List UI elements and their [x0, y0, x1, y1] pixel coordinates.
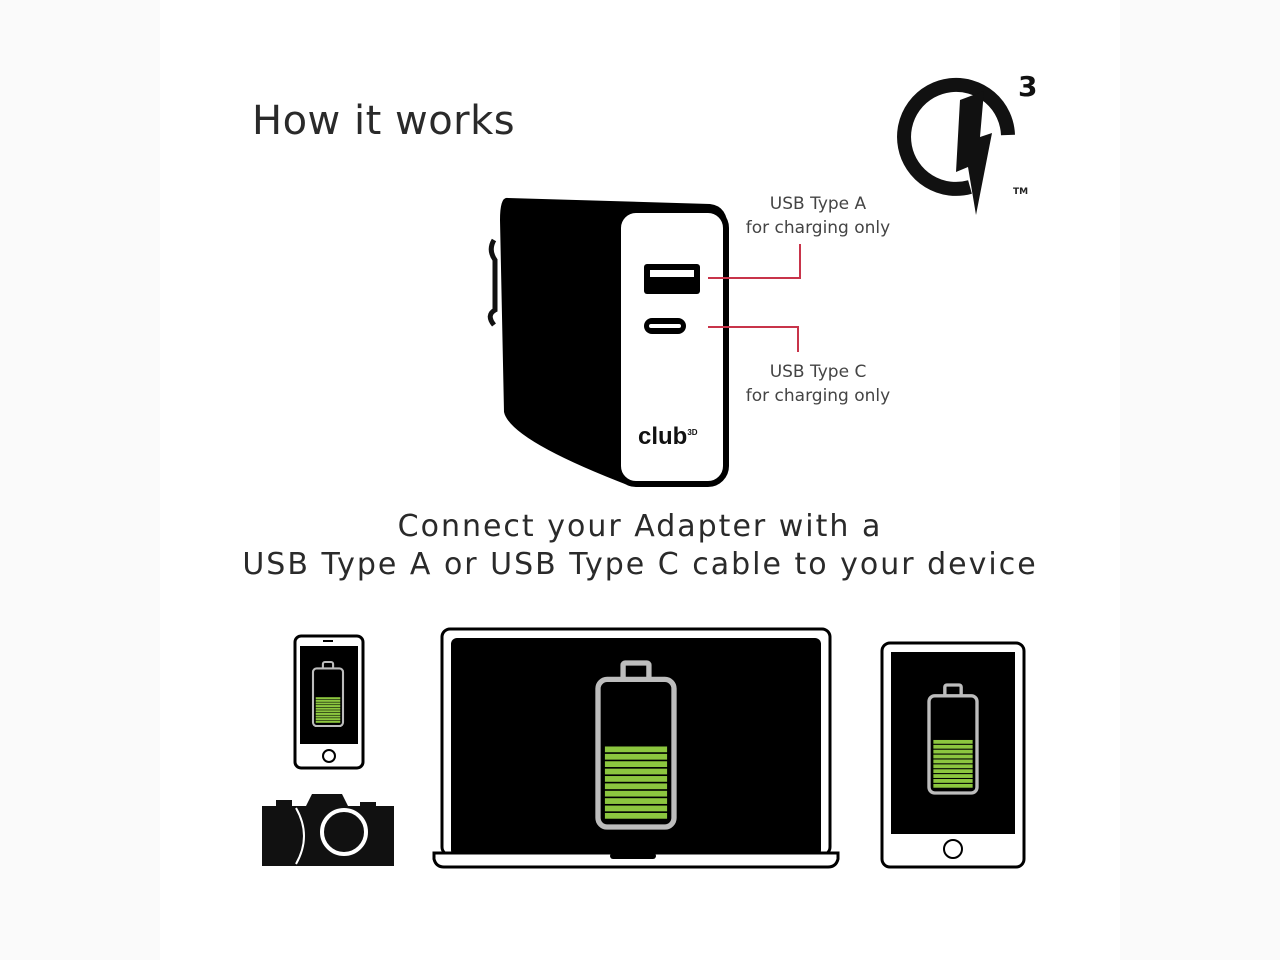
- battery-fill-segment: [315, 710, 341, 713]
- battery-fill-segment: [604, 783, 668, 790]
- usb-type-a-label: USB Type A for charging only: [733, 192, 903, 240]
- logo-text: club: [638, 423, 688, 450]
- usb-a-note: for charging only: [745, 218, 891, 238]
- battery-fill-segment: [604, 798, 668, 804]
- battery-fill-segment: [933, 783, 973, 788]
- battery-fill-segment: [933, 744, 973, 749]
- smartphone-icon: [293, 634, 365, 770]
- battery-fill-segment: [604, 768, 668, 775]
- quick-charge-bolt-icon: [897, 77, 1015, 215]
- battery-fill-segment: [933, 769, 973, 774]
- battery-fill-segment: [604, 761, 668, 768]
- battery-fill-segment: [315, 712, 341, 715]
- battery-fill-segment: [933, 774, 973, 778]
- usb-a-title: USB Type A: [769, 194, 867, 214]
- usb-c-title: USB Type C: [769, 362, 867, 382]
- page-title: How it works: [252, 98, 516, 144]
- battery-fill-segment: [933, 779, 973, 783]
- battery-fill-segment: [933, 759, 973, 764]
- battery-fill-segment: [604, 805, 668, 812]
- battery-fill-segment: [604, 746, 668, 753]
- usb-type-c-label: USB Type C for charging only: [733, 360, 903, 408]
- instruction-line-1: Connect your Adapter with a: [397, 509, 883, 544]
- battery-fill-segment: [315, 720, 341, 723]
- battery-fill-segment: [604, 812, 668, 819]
- battery-fill-segment: [315, 718, 341, 721]
- battery-fill-segment: [315, 705, 341, 708]
- logo-sup: 3D: [687, 428, 698, 437]
- battery-fill-segment: [604, 776, 668, 782]
- battery-fill-segment: [933, 739, 973, 744]
- battery-fill-segment: [315, 707, 341, 710]
- tablet-battery-icon: [927, 683, 979, 795]
- usb-adapter-illustration: [487, 197, 801, 487]
- trademark-mark: TM: [1013, 187, 1029, 197]
- battery-fill-segment: [604, 753, 668, 760]
- tablet-icon: [880, 641, 1026, 869]
- battery-fill-segment: [604, 790, 668, 797]
- quick-charge-version: 3: [1018, 70, 1038, 103]
- instruction-line-2: USB Type A or USB Type C cable to your d…: [242, 547, 1038, 582]
- battery-frame: [927, 694, 979, 795]
- battery-fill-segment: [933, 749, 973, 754]
- club3d-logo: club3D: [638, 423, 698, 451]
- laptop-battery-icon: [595, 660, 677, 830]
- battery-fill-segment: [315, 699, 341, 702]
- instruction-text: Connect your Adapter with a USB Type A o…: [200, 508, 1080, 584]
- battery-frame: [595, 676, 677, 830]
- battery-fill-segment: [933, 754, 973, 759]
- battery-fill-segment: [315, 715, 341, 718]
- camera-icon: [262, 794, 394, 866]
- battery-fill-segment: [933, 764, 973, 769]
- laptop-icon: [432, 627, 840, 869]
- phone-battery-icon: [311, 660, 345, 728]
- usb-c-note: for charging only: [745, 386, 891, 406]
- battery-fill-segment: [315, 697, 341, 700]
- battery-fill-segment: [315, 702, 341, 705]
